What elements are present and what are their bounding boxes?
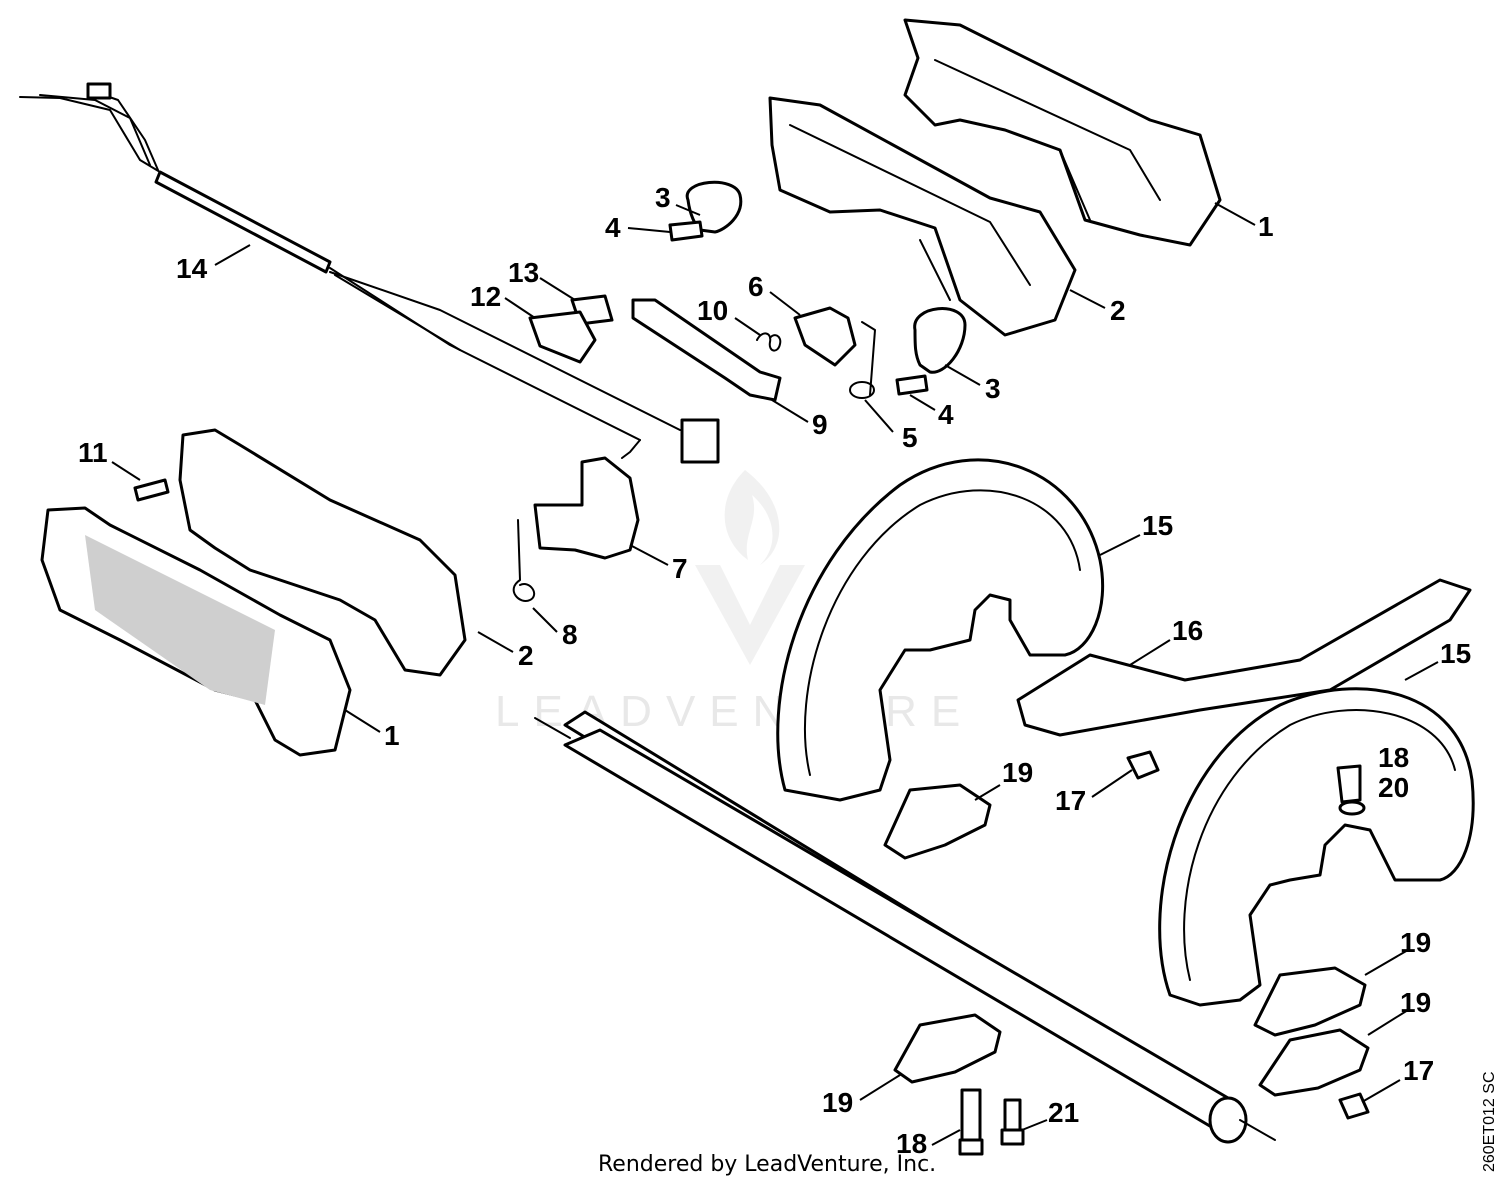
footer-credit: Rendered by LeadVenture, Inc. bbox=[598, 1152, 936, 1177]
part-5-torsion-spring bbox=[849, 381, 875, 399]
leader-lines bbox=[111, 202, 1439, 1146]
part-1-upper-handle-half bbox=[903, 18, 1222, 247]
part-17-nut-lower bbox=[1338, 1092, 1370, 1120]
part-14-wiring-harness bbox=[19, 82, 720, 464]
part-3-clamp-upper bbox=[685, 180, 743, 234]
callout-11: 11 bbox=[78, 437, 108, 468]
part-19-clamp-d bbox=[893, 1013, 1002, 1084]
part-11-screw bbox=[133, 478, 170, 502]
callout-13: 13 bbox=[508, 257, 539, 288]
part-21-screw-lower bbox=[1000, 1098, 1025, 1146]
part-2-lower-handle-half bbox=[178, 428, 467, 677]
part-10-spring bbox=[756, 332, 782, 352]
callout-16: 16 bbox=[1172, 615, 1203, 646]
part-16-mounting-bar bbox=[1016, 578, 1472, 737]
callout-1-upper: 1 bbox=[1258, 211, 1274, 242]
part-4-screw-upper bbox=[668, 220, 704, 242]
part-6-interlock-lever bbox=[793, 306, 876, 396]
callout-17-lower: 17 bbox=[1403, 1055, 1434, 1086]
callout-19-b: 19 bbox=[1400, 927, 1431, 958]
callout-12: 12 bbox=[470, 281, 501, 312]
callout-8: 8 bbox=[562, 619, 578, 650]
callout-4-upper: 4 bbox=[605, 212, 621, 243]
part-15-loop-handle-lower bbox=[1158, 687, 1475, 1007]
callout-18-lower: 18 bbox=[896, 1128, 927, 1159]
callout-10: 10 bbox=[697, 295, 728, 326]
part-3-clamp-lower bbox=[913, 307, 967, 374]
part-12-switch bbox=[528, 310, 597, 364]
callout-15-upper: 15 bbox=[1142, 510, 1173, 541]
callout-7: 7 bbox=[672, 553, 688, 584]
part-15-loop-handle-upper bbox=[776, 458, 1105, 802]
callout-17-upper: 17 bbox=[1055, 785, 1086, 816]
callout-19-d: 19 bbox=[822, 1087, 853, 1118]
part-19-clamp-a bbox=[883, 783, 992, 860]
callout-3-lower: 3 bbox=[985, 373, 1001, 404]
callout-14: 14 bbox=[176, 253, 208, 284]
watermark-logo-icon bbox=[695, 470, 805, 665]
part-7-trigger-housing bbox=[533, 456, 640, 560]
part-9-throttle-trigger bbox=[631, 298, 782, 402]
callout-20: 20 bbox=[1378, 772, 1409, 803]
callout-5: 5 bbox=[902, 422, 918, 453]
callout-18-upper: 18 bbox=[1378, 742, 1409, 773]
part-2-upper-handle-half bbox=[768, 96, 1077, 337]
callout-9: 9 bbox=[812, 409, 828, 440]
part-8-spring bbox=[512, 519, 536, 602]
part-17-nut-upper bbox=[1126, 750, 1160, 780]
part-20-washer bbox=[1338, 800, 1366, 816]
callout-3-upper: 3 bbox=[655, 182, 671, 213]
drawing-code: 260ET012 SC bbox=[1481, 1071, 1498, 1172]
callout-15-lower: 15 bbox=[1440, 638, 1471, 669]
part-19-clamp-c bbox=[1258, 1028, 1370, 1097]
callout-2-lower: 2 bbox=[518, 640, 534, 671]
callout-21: 21 bbox=[1048, 1097, 1079, 1128]
callout-4-lower: 4 bbox=[938, 399, 954, 430]
watermark-text: LEADVENTURE bbox=[495, 687, 974, 736]
part-4-screw-lower bbox=[895, 374, 929, 396]
callout-1-lower: 1 bbox=[384, 720, 400, 751]
drive-shaft-tube bbox=[534, 710, 1276, 1144]
callout-19-c: 19 bbox=[1400, 987, 1431, 1018]
callout-6: 6 bbox=[748, 271, 764, 302]
part-19-clamp-b bbox=[1253, 966, 1367, 1037]
part-1-lower-handle-half bbox=[40, 506, 352, 757]
callout-19-a: 19 bbox=[1002, 757, 1033, 788]
part-18-screw-lower bbox=[958, 1088, 984, 1156]
part-18-screw-upper bbox=[1336, 764, 1362, 804]
callout-numbers: 1 2 3 4 14 13 12 6 10 3 4 5 9 11 7 8 2 1… bbox=[78, 182, 1471, 1159]
callout-2-upper: 2 bbox=[1110, 295, 1126, 326]
